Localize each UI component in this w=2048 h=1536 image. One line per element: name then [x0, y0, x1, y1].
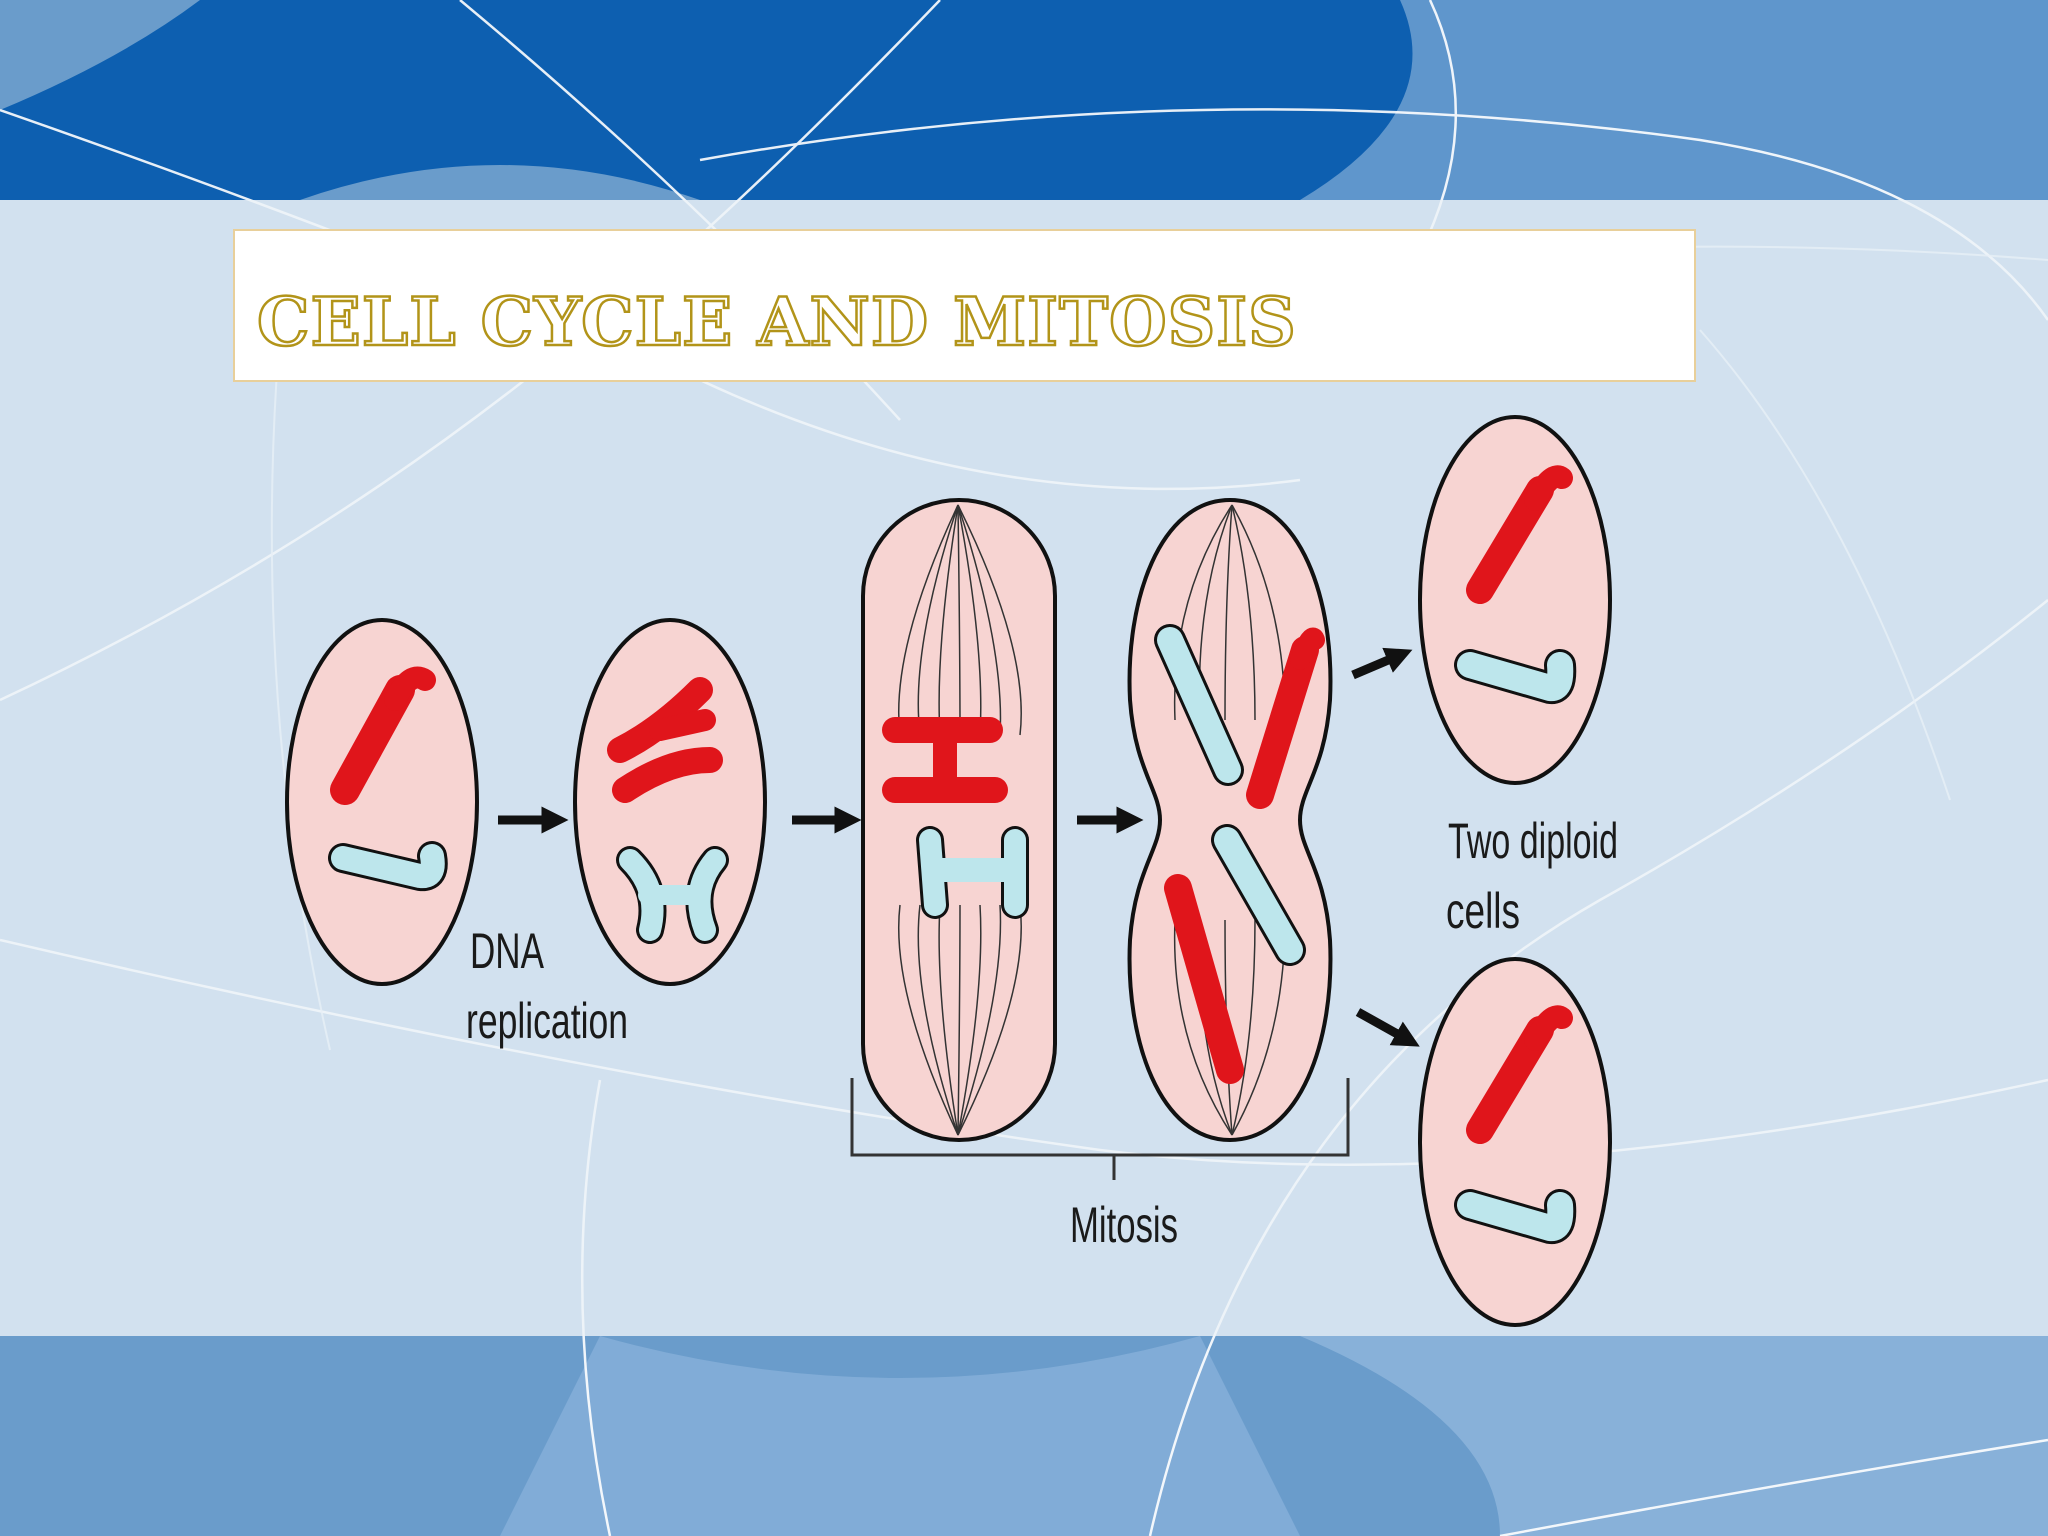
cell-membrane: [285, 618, 479, 986]
cell-anaphase: [1127, 497, 1333, 1143]
dna-replication-label: replication: [466, 993, 628, 1049]
cell-membrane: [861, 498, 1057, 1142]
daughter-cells-label: cells: [1446, 883, 1520, 939]
slide-title: CELL CYCLE AND MITOSIS: [256, 283, 1297, 361]
cell-metaphase: [861, 498, 1057, 1142]
spindle-fibers: [897, 504, 1022, 1136]
cell-membrane: [573, 618, 767, 986]
daughter-cell-bottom: [1418, 957, 1612, 1327]
red-chromosome-upper: [1246, 636, 1319, 809]
red-chromosome-lower: [1164, 874, 1244, 1084]
mitosis-bracket: [850, 1078, 1350, 1180]
mitosis-label: Mitosis: [1070, 1197, 1178, 1253]
cell-replicated: [573, 618, 767, 986]
title-box: CELL CYCLE AND MITOSIS: [233, 229, 1696, 382]
dna-replication-label: DNA: [470, 923, 544, 979]
red-chromosome-tip: [384, 666, 436, 711]
cell-membrane: [1418, 957, 1612, 1327]
arrow-icon: [1351, 647, 1413, 680]
daughter-cells-label: Two diploid: [1448, 813, 1618, 869]
daughter-cell-top: [1418, 415, 1612, 785]
arrow-icon: [1355, 1008, 1420, 1047]
cell-membrane: [1418, 415, 1612, 785]
cell-interphase: [285, 618, 479, 986]
